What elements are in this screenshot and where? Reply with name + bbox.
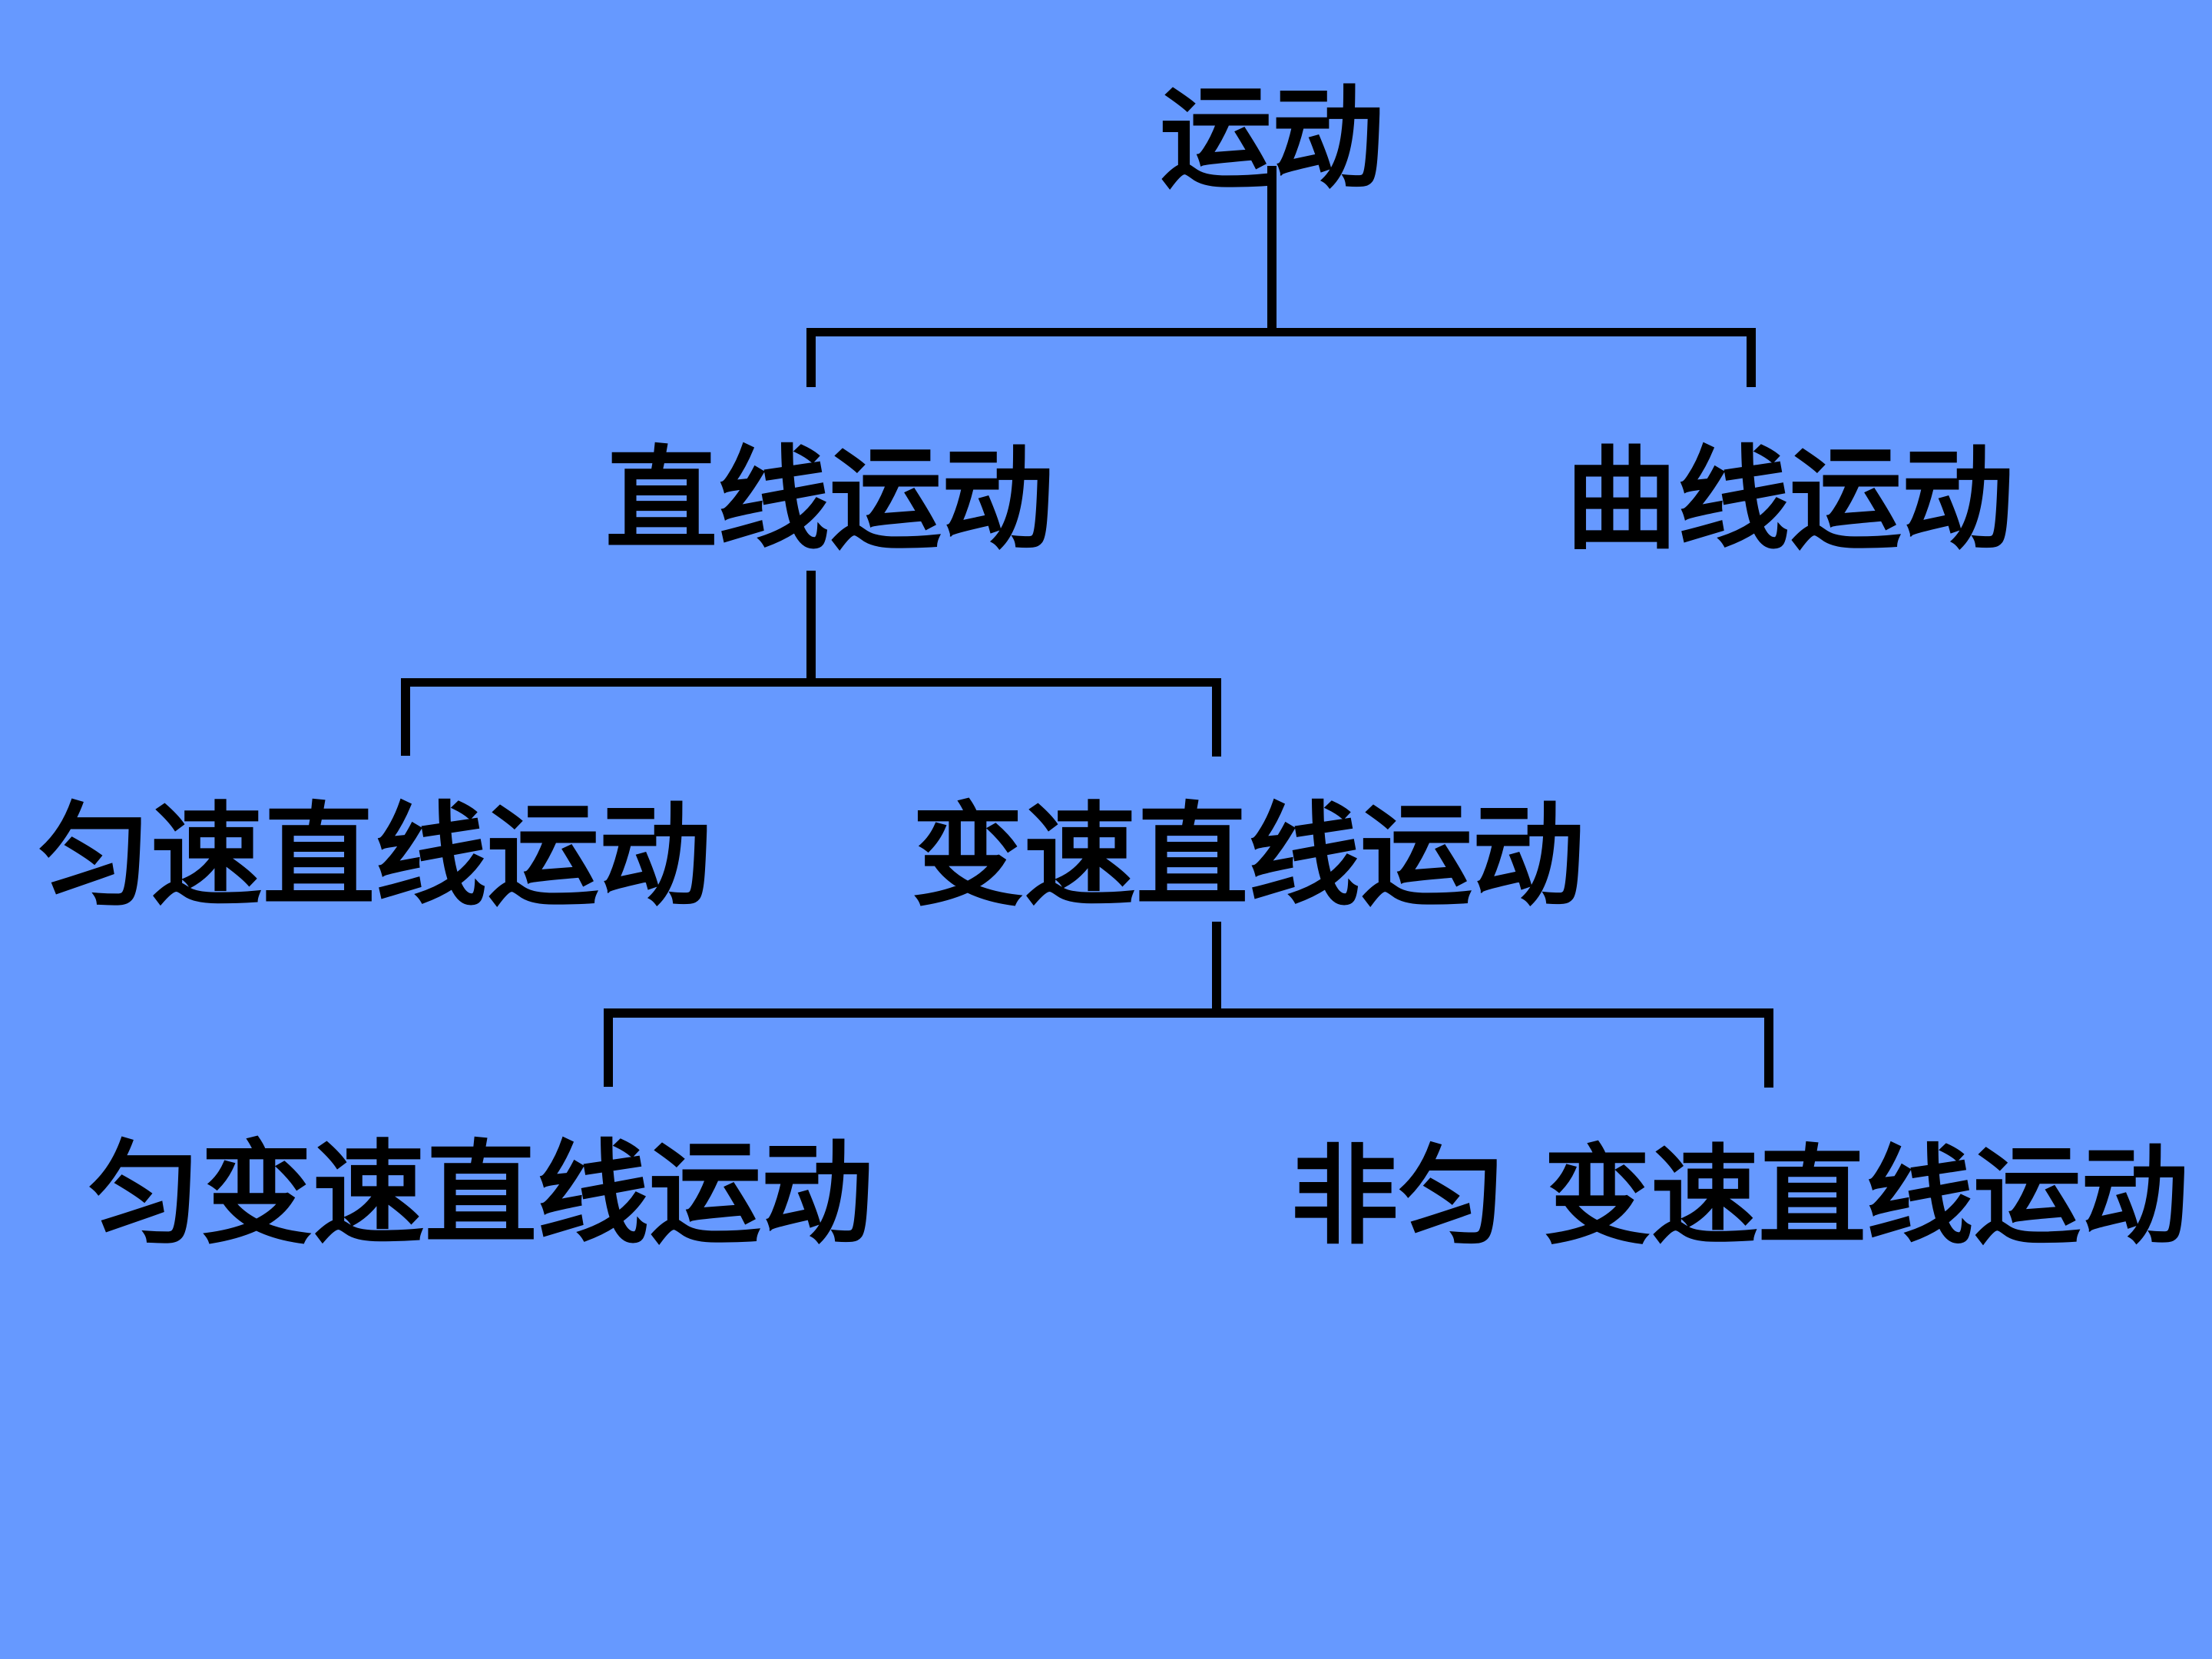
connector-variable-stem <box>1212 922 1221 1009</box>
connector-level1-bar <box>806 328 1756 336</box>
connector-level3-right-drop <box>1764 1018 1773 1088</box>
connector-level2-left-drop <box>401 687 410 756</box>
node-linear-motion: 直线运动 <box>605 434 1054 565</box>
node-uniform-linear-motion: 匀速直线运动 <box>38 790 711 922</box>
connector-root-stem <box>1267 166 1277 332</box>
node-non-uniformly-variable-linear-motion: 非匀 变速直线运动 <box>1290 1134 2189 1260</box>
connector-level2-bar <box>401 678 1221 687</box>
connector-linear-stem <box>806 571 816 679</box>
connector-level1-right-drop <box>1747 336 1756 387</box>
connector-level1-left-drop <box>806 336 816 387</box>
node-variable-linear-motion: 变速直线运动 <box>912 790 1584 922</box>
connector-level3-bar <box>604 1008 1773 1018</box>
node-curvilinear-motion: 曲线运动 <box>1565 434 2014 565</box>
connector-level2-right-drop <box>1212 687 1221 757</box>
node-uniformly-variable-linear-motion: 匀变速直线运动 <box>88 1128 873 1260</box>
connector-level3-left-drop <box>604 1018 613 1087</box>
node-motion: 运动 <box>1160 73 1384 204</box>
